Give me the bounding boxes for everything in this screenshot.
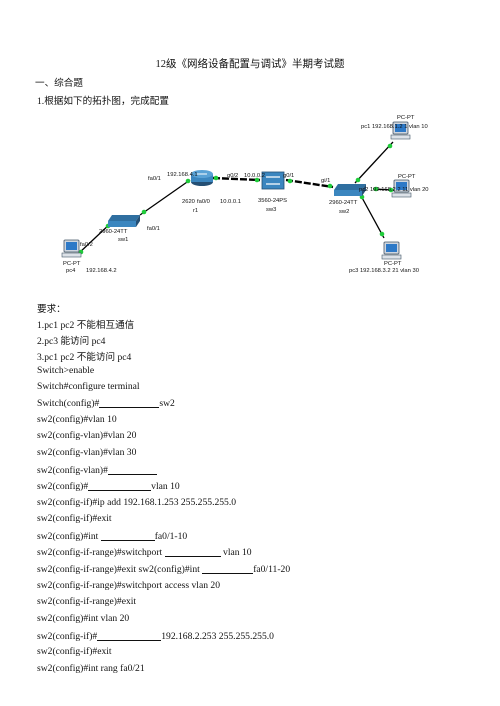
config-line: sw2(config-if-range)#switchport vlan 10: [37, 546, 252, 558]
config-line: sw2(config-vlan)#vlan 30: [37, 447, 137, 458]
svg-text:2960-24TT: 2960-24TT: [99, 229, 128, 235]
svg-text:gi/1: gi/1: [321, 178, 330, 184]
sw3-multilayer-switch-icon: [261, 171, 285, 190]
svg-text:sw3: sw3: [266, 207, 276, 213]
config-line: sw2(config-if)#exit: [37, 513, 112, 524]
config-line: Switch#configure terminal: [37, 381, 140, 392]
pc1-icon: [390, 121, 411, 140]
config-line: sw2(config-if)#192.168.2.253 255.255.255…: [37, 630, 274, 642]
config-line: Switch(config)#sw2: [37, 397, 175, 409]
sw1-switch-icon: [108, 215, 140, 227]
section-heading: 一、综合题: [35, 78, 83, 89]
config-line: sw2(config)#int rang fa0/21: [37, 663, 145, 674]
config-line: sw2(config)#vlan 10: [37, 414, 117, 425]
config-line: sw2(config-vlan)#vlan 20: [37, 430, 137, 441]
page-title: 12级《网络设备配置与调试》半期考试题: [155, 59, 345, 70]
svg-text:10.0.0.2: 10.0.0.2: [244, 173, 265, 179]
pc4-icon: [61, 239, 82, 258]
svg-text:PC-PT: PC-PT: [398, 174, 416, 180]
link-sw1-r1: [139, 179, 191, 216]
config-line: Switch>enable: [37, 365, 95, 376]
link-r1-sw3: [212, 176, 261, 182]
config-line: sw2(config-if-range)#exit sw2(config)#in…: [37, 563, 291, 575]
svg-text:2620: 2620: [182, 199, 195, 205]
link-sw2-pc1: [354, 141, 394, 184]
svg-text:10.0.0.1: 10.0.0.1: [220, 199, 241, 205]
svg-text:fa0/0: fa0/0: [197, 199, 210, 205]
svg-text:pc1 192.168.1.2 1 vlan 10: pc1 192.168.1.2 1 vlan 10: [361, 124, 428, 130]
requirement-item: 3.pc1 pc2 不能访问 pc4: [37, 352, 132, 363]
config-line: sw2(config)#int fa0/1-10: [37, 530, 188, 542]
svg-text:PC-PT: PC-PT: [63, 261, 81, 267]
svg-text:PC-PT: PC-PT: [384, 261, 402, 267]
r1-router-icon: [191, 170, 213, 186]
config-line: sw2(config-if)#ip add 192.168.1.253 255.…: [37, 497, 237, 508]
svg-text:fa0/2: fa0/2: [80, 242, 93, 248]
svg-text:pc3 192.168.3.2 21 vlan 30: pc3 192.168.3.2 21 vlan 30: [349, 268, 419, 274]
pc3-icon: [381, 241, 402, 260]
config-line: sw2(config-vlan)#: [37, 464, 157, 476]
svg-text:g0/2: g0/2: [227, 173, 238, 179]
pc2-icon: [391, 179, 412, 198]
svg-text:192.168.4.1: 192.168.4.1: [167, 172, 198, 178]
svg-text:3560-24PS: 3560-24PS: [258, 198, 287, 204]
svg-text:fa0/1: fa0/1: [148, 176, 161, 182]
fill-blank[interactable]: [100, 530, 155, 541]
config-line: sw2(config-if-range)#exit: [37, 596, 137, 607]
fill-blank[interactable]: [88, 480, 152, 491]
sw2-switch-icon: [334, 184, 366, 196]
config-line: sw2(config)#vlan 10: [37, 480, 180, 492]
svg-text:r1: r1: [193, 208, 198, 214]
requirements-heading: 要求：: [37, 304, 66, 315]
fill-blank[interactable]: [99, 397, 160, 408]
link-sw2-pc3: [359, 193, 385, 239]
fill-blank[interactable]: [107, 464, 157, 475]
svg-text:sw2: sw2: [339, 209, 349, 215]
config-line: sw2(config)#int vlan 20: [37, 613, 130, 624]
fill-blank[interactable]: [97, 630, 162, 641]
question-1: 1.根据如下的拓扑图，完成配置: [37, 96, 169, 107]
requirement-item: 2.pc3 能访问 pc4: [37, 336, 106, 347]
config-line: sw2(config-if-range)#switchport access v…: [37, 580, 221, 591]
requirement-item: 1.pc1 pc2 不能相互通信: [37, 320, 135, 331]
network-topology-diagram: PC-PT pc1 192.168.1.2 1 vlan 10 PC-PT pc…: [61, 115, 429, 274]
svg-text:2960-24TT: 2960-24TT: [329, 200, 358, 206]
svg-text:fa0/1: fa0/1: [147, 226, 160, 232]
fill-blank[interactable]: [202, 563, 254, 574]
svg-text:192.168.4.2: 192.168.4.2: [86, 268, 117, 274]
svg-text:pc4: pc4: [66, 268, 76, 274]
svg-text:PC-PT: PC-PT: [397, 115, 415, 121]
svg-text:pc2 192.168.2.2 11 vlan 20: pc2 192.168.2.2 11 vlan 20: [359, 187, 429, 193]
config-line: sw2(config-if)#exit: [37, 646, 112, 657]
link-sw3-sw2: [285, 178, 334, 189]
svg-text:sw1: sw1: [118, 237, 128, 243]
svg-text:g0/1: g0/1: [283, 173, 294, 179]
fill-blank[interactable]: [164, 546, 221, 557]
